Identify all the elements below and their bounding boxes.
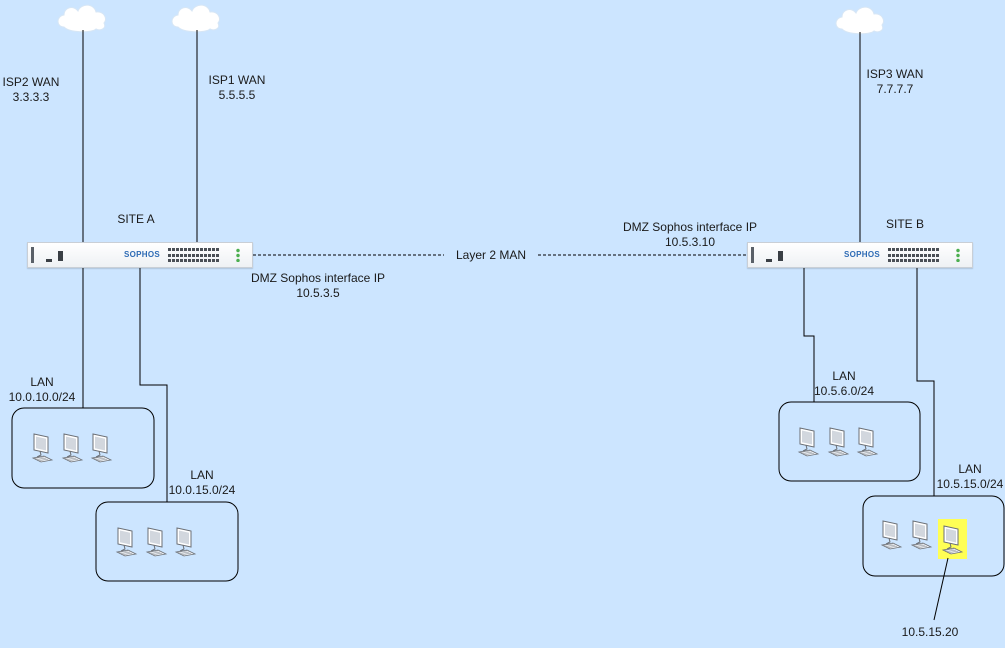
computer-icon	[881, 520, 902, 550]
isp3-wan-name: ISP3 WAN	[866, 67, 924, 81]
host-pointer-line	[933, 557, 949, 621]
status-leds	[954, 248, 962, 262]
isp2-wan-label: ISP2 WAN 3.3.3.3	[0, 75, 62, 105]
sophos-brand-label: SOPHOS	[124, 250, 161, 259]
isp2-cloud-icon	[57, 4, 107, 33]
lan-a2-label: LAN 10.0.15.0/24	[164, 468, 240, 498]
site-a-lan2-link	[139, 268, 168, 502]
computer-icon	[62, 433, 83, 463]
lan-a1-label: LAN 10.0.10.0/24	[4, 375, 80, 405]
switch-ports	[888, 248, 940, 262]
computer-icon	[32, 433, 53, 463]
isp2-wan-name: ISP2 WAN	[2, 75, 60, 89]
isp1-wan-label: ISP1 WAN 5.5.5.5	[202, 73, 272, 103]
dmz-a-label: DMZ Sophos interface IP 10.5.3.5	[244, 271, 392, 301]
isp2-wan-ip: 3.3.3.3	[12, 90, 50, 104]
site-b-lan1-link	[803, 268, 815, 402]
computer-icon	[91, 433, 112, 463]
lan-a1-box	[11, 407, 155, 489]
site-a-label: SITE A	[117, 212, 155, 226]
site-b-label: SITE B	[885, 217, 924, 231]
computer-icon	[175, 527, 196, 557]
isp1-wan-ip: 5.5.5.5	[218, 88, 256, 102]
lan-b1-subnet: 10.5.6.0/24	[813, 384, 875, 398]
isp3-wan-label: ISP3 WAN 7.7.7.7	[860, 67, 930, 97]
status-leds	[234, 248, 242, 262]
dmz-b-name: DMZ Sophos interface IP	[622, 220, 758, 234]
lan-a1-subnet: 10.0.10.0/24	[8, 390, 76, 404]
computer-icon	[828, 427, 849, 457]
port-block	[58, 251, 63, 261]
switch-ports	[168, 248, 220, 262]
lan-a2-subnet: 10.0.15.0/24	[168, 483, 236, 497]
port-block	[46, 259, 52, 262]
sophos-brand-label: SOPHOS	[844, 250, 881, 259]
site-a-firewall: SOPHOS	[27, 242, 253, 268]
lan-a2-box	[95, 501, 239, 582]
computer-icon	[798, 427, 819, 457]
dmz-b-ip: 10.5.3.10	[664, 235, 716, 249]
port-block	[778, 251, 783, 261]
lan-b1-label: LAN 10.5.6.0/24	[806, 369, 882, 399]
isp1-wan-name: ISP1 WAN	[208, 73, 266, 87]
site-b-lan2-link	[916, 268, 935, 496]
lan-b2-name: LAN	[958, 462, 982, 476]
site-b-firewall: SOPHOS	[747, 242, 973, 268]
computer-icon	[116, 527, 137, 557]
lan-b2-label: LAN 10.5.15.0/24	[930, 462, 1005, 492]
isp3-cloud-icon	[835, 6, 885, 35]
isp3-wan-ip: 7.7.7.7	[876, 82, 914, 96]
lan-b2-subnet: 10.5.15.0/24	[936, 477, 1004, 491]
man-label: Layer 2 MAN	[455, 248, 527, 262]
computer-icon	[146, 527, 167, 557]
port-block	[766, 259, 772, 262]
lan-a1-name: LAN	[30, 375, 54, 389]
port-block	[31, 247, 34, 263]
lan-a2-name: LAN	[190, 468, 214, 482]
dmz-b-label: DMZ Sophos interface IP 10.5.3.10	[616, 220, 764, 250]
lan-b1-name: LAN	[832, 369, 856, 383]
dmz-a-ip: 10.5.3.5	[296, 286, 340, 300]
computer-icon	[857, 427, 878, 457]
lan-b2-box	[862, 495, 1005, 577]
port-block	[751, 247, 754, 263]
dmz-a-name: DMZ Sophos interface IP	[250, 271, 386, 285]
host-ip-label: 10.5.15.20	[901, 625, 959, 639]
computer-icon	[911, 520, 932, 550]
lan-b1-box	[778, 401, 921, 482]
isp1-cloud-icon	[171, 4, 221, 33]
